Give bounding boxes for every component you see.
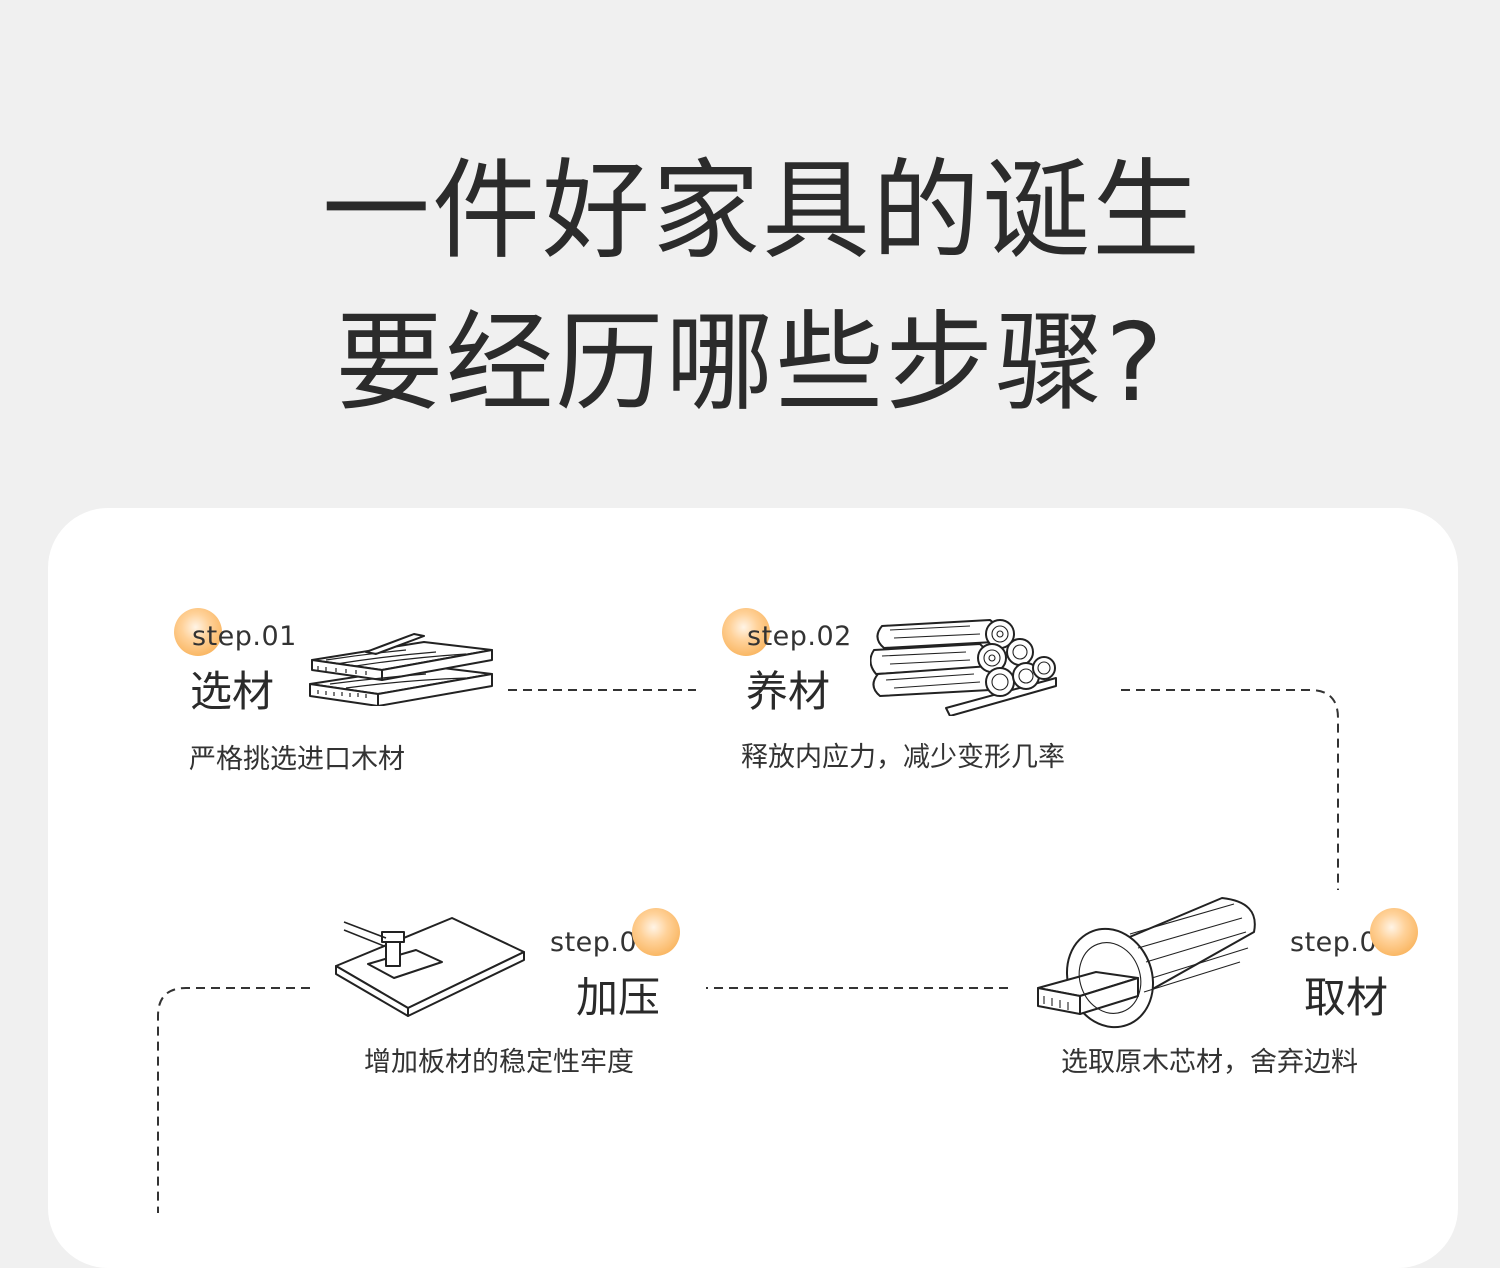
step-title: 选材 (190, 667, 275, 716)
press-board-icon (335, 917, 525, 1017)
steps-panel: step.01 选材 严格挑选进口木材 step.02 养材 释放内应力，减少变… (48, 508, 1458, 1268)
step-marker-dot (174, 608, 222, 656)
connector-4-next (157, 987, 310, 1213)
step-title: 取材 (1304, 973, 1389, 1022)
connector-lines (157, 689, 1339, 1213)
headline-line-1: 一件好家具的诞生 (321, 149, 1202, 274)
log-core-icon (1037, 897, 1256, 1029)
step-title: 养材 (746, 667, 831, 716)
step-marker-dot (722, 608, 770, 656)
step-number: step.01 (192, 621, 297, 652)
step-number: step.02 (747, 621, 852, 652)
log-pile-icon (870, 619, 1057, 716)
headline-line-2: 要经历哪些步骤? (335, 301, 1165, 426)
step-description: 增加板材的稳定性牢度 (364, 1047, 634, 1078)
connector-2-3 (1121, 689, 1339, 890)
step-title: 加压 (576, 973, 661, 1022)
step-marker-dot (1370, 908, 1418, 956)
wood-planks-icon (309, 633, 493, 706)
step-marker-dot (632, 908, 680, 956)
step-description: 选取原木芯材，舍弃边料 (1061, 1047, 1358, 1078)
step-description: 释放内应力，减少变形几率 (741, 742, 1065, 773)
step-description: 严格挑选进口木材 (189, 744, 405, 775)
